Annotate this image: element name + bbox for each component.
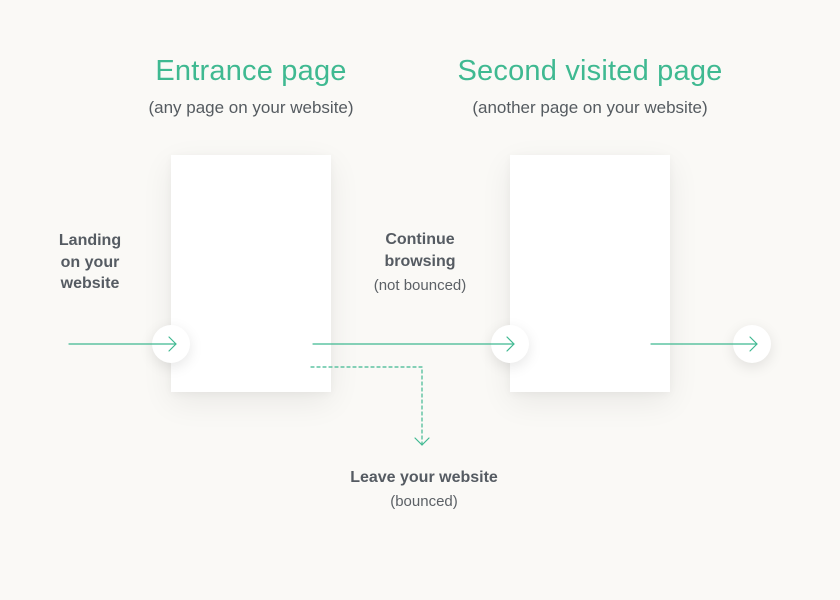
landing-label-line1: Landing [58,232,122,249]
continue-arrow-head [506,336,515,352]
landing-label-line2: on your [60,253,120,271]
bounce-arrow-head [414,437,430,446]
second-page-card [510,155,670,392]
continue-label-line2: browsing [384,252,456,270]
bounce-dashed-line [310,366,423,446]
bounced-note: (bounced) [390,493,458,510]
entrance-page-title: Entrance page [155,55,347,87]
entrance-page-subtitle: (any page on your website) [148,98,354,117]
exit-arrow-head [749,336,758,352]
second-page-subtitle: (another page on your website) [472,98,708,117]
not-bounced-note: (not bounced) [373,277,467,294]
landing-arrow-head [168,336,177,352]
continue-label: Continue browsing [350,229,490,272]
leave-label: Leave your website [350,469,498,486]
second-page-title: Second visited page [457,55,723,87]
landing-label: Landing on your website [30,230,150,295]
entrance-page-card [171,155,331,392]
landing-label-line3: website [60,275,120,292]
continue-label-line1: Continue [385,231,455,248]
